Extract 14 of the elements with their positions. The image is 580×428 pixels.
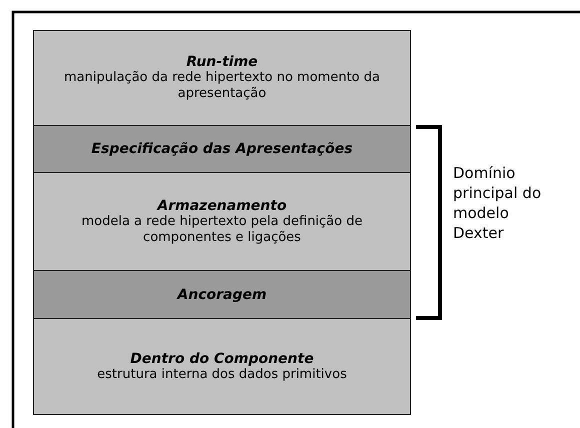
layer-title: Ancoragem	[177, 286, 267, 302]
layer-box	[33, 30, 411, 126]
layer-description: manipulação da rede hipertexto no momento da apresentação	[63, 70, 381, 102]
layer-title: Especificação das Apresentações	[91, 141, 353, 157]
layer-box	[33, 318, 411, 415]
bracket-label: Domínio principal do modelo Dexter	[453, 163, 542, 243]
layer-title: Armazenamento	[157, 198, 287, 214]
layer-description: estrutura interna dos dados primitivos	[97, 366, 347, 382]
layer-box	[33, 172, 411, 271]
layer-box	[33, 125, 411, 173]
layer-box	[33, 270, 411, 319]
layer-title: Run-time	[186, 54, 258, 70]
layer-title: Dentro do Componente	[130, 350, 314, 366]
layer-description: modela a rede hipertexto pela definição de componentes e ligações	[80, 214, 364, 246]
